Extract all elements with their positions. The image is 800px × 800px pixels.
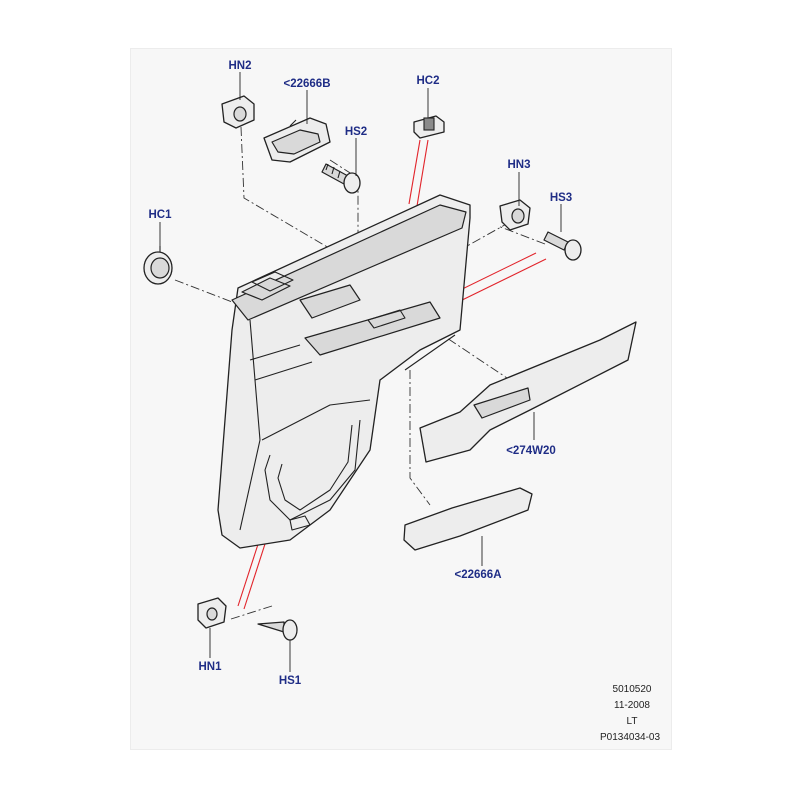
ref-line-2: 11-2008 bbox=[614, 700, 650, 711]
clip-hc1 bbox=[143, 246, 173, 285]
label-22666b: <22666B bbox=[284, 78, 331, 90]
inner-handle-22666b bbox=[263, 117, 331, 163]
label-274w20: <274W20 bbox=[506, 445, 556, 457]
label-hs2: HS2 bbox=[345, 126, 367, 138]
screw-hs3 bbox=[543, 231, 582, 261]
nut-hn1 bbox=[197, 597, 227, 629]
label-hc1: HC1 bbox=[148, 209, 172, 221]
diagram-frame bbox=[130, 48, 672, 750]
label-hs3: HS3 bbox=[550, 192, 572, 204]
ref-line-4: P0134034-03 bbox=[600, 732, 660, 743]
ref-line-1: 5010520 bbox=[613, 684, 652, 695]
part-labels: HN2 <22666B HS2 HC2 HN3 HS3 HC1 <274W20 … bbox=[148, 60, 572, 687]
reference-block: 5010520 11-2008 LT P0134034-03 bbox=[600, 684, 660, 743]
label-hn1: HN1 bbox=[198, 661, 222, 673]
ref-line-3: LT bbox=[627, 716, 638, 727]
label-hc2: HC2 bbox=[416, 75, 439, 87]
label-22666a: <22666A bbox=[455, 569, 502, 581]
label-hn3: HN3 bbox=[507, 159, 530, 171]
screw-hs2 bbox=[321, 163, 361, 194]
clip-hc2 bbox=[413, 115, 445, 139]
assembly-lines bbox=[174, 126, 546, 620]
screw-hs1 bbox=[257, 619, 298, 641]
label-hn2: HN2 bbox=[228, 60, 251, 72]
label-hs1: HS1 bbox=[279, 675, 302, 687]
pull-handle-22666a bbox=[403, 487, 533, 551]
armrest-trim-274w20 bbox=[419, 321, 637, 463]
leader-lines bbox=[159, 72, 562, 672]
door-trim-panel bbox=[217, 194, 471, 549]
nut-hn3 bbox=[499, 199, 531, 231]
nut-hn2 bbox=[221, 95, 255, 129]
